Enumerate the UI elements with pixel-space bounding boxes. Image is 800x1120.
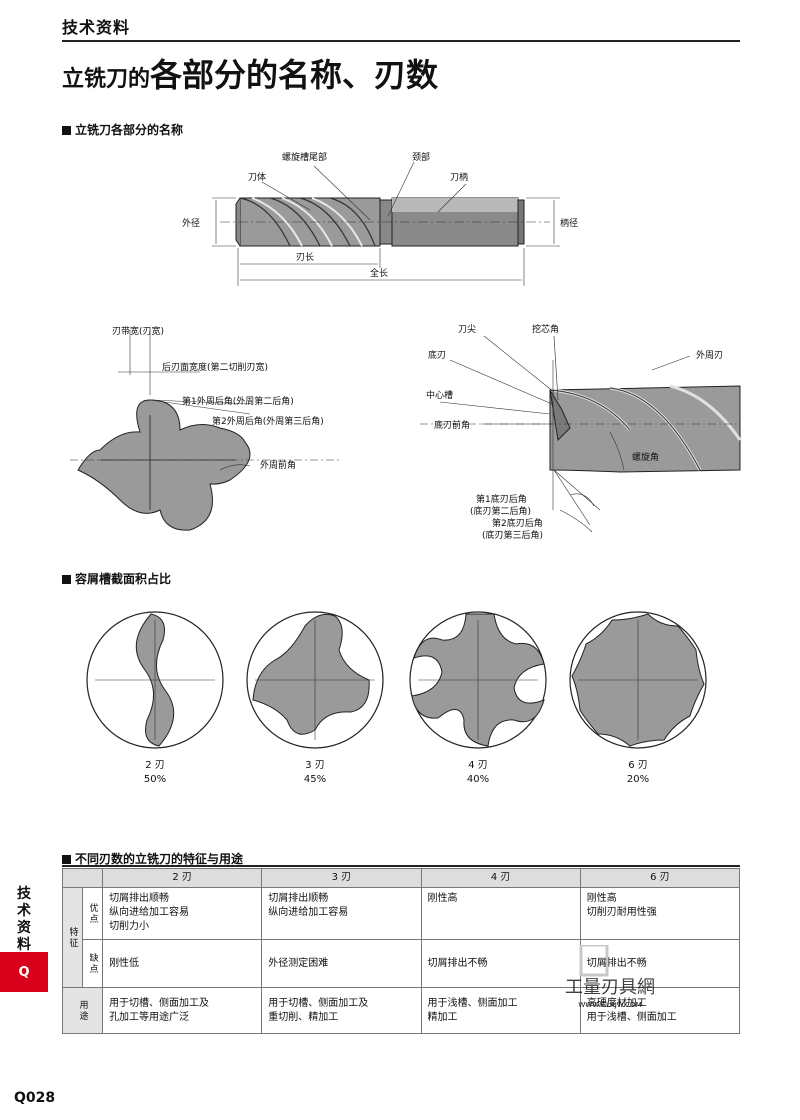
- label-primary-relief: 第1外周后角(外周第二后角): [182, 395, 294, 407]
- label-center-hole: 中心槽: [426, 389, 453, 401]
- flute-6-section: [569, 611, 707, 749]
- page-title: 立铣刀的各部分的名称、刃数: [62, 50, 438, 96]
- label-body: 刀体: [248, 171, 266, 183]
- endmill-side-view-diagram: 螺旋槽尾部 颈部 刀体 刀柄 外径 柄径 刃长 全长: [182, 151, 578, 286]
- label-land-width: 刃带宽(刃宽): [112, 325, 164, 337]
- caption-ratio-4: 40%: [467, 774, 489, 785]
- label-corner: 刀尖: [458, 323, 476, 335]
- caption-flutes-6: 6 刃: [628, 760, 648, 771]
- label-neck: 颈部: [412, 151, 430, 163]
- side-tab-text: 技术资料: [17, 886, 31, 953]
- cell-use-3: 用于切槽、侧面加工及 重切削、精加工: [261, 987, 422, 1034]
- label-end-secondary-relief: 第2底刃后角: [492, 517, 543, 529]
- side-tab[interactable]: 技术资料 Q: [0, 880, 48, 992]
- cell-pros-6: 刚性高 切削刃耐用性强: [579, 887, 741, 940]
- flute-4-section: [409, 611, 547, 749]
- label-end-primary-relief-alt: (底刃第二后角): [470, 505, 531, 517]
- caption-flutes-2: 2 刃: [145, 760, 165, 771]
- table-row: 缺点 刚性低 外径测定困难 切屑排出不畅 切屑排出不畅: [63, 939, 741, 988]
- section-heading-features: 不同刃数的立铣刀的特征与用途: [62, 850, 243, 867]
- label-end-cutting-edge: 底刃: [428, 349, 446, 361]
- label-axial-rake: 底刃前角: [434, 419, 470, 431]
- column-header-4-flute: 4 刃: [420, 868, 581, 888]
- chip-space-diagrams: 2 刃 50% 3 刃 45% 4 刃 40% 6 刃 20%: [86, 611, 707, 785]
- caption-flutes-4: 4 刃: [468, 760, 488, 771]
- column-header-3-flute: 3 刃: [261, 868, 422, 888]
- cell-pros-3: 切屑排出顺畅 纵向进给加工容易: [261, 887, 422, 940]
- label-overall-length: 全长: [370, 267, 388, 279]
- flute-2-section: [86, 611, 224, 749]
- cell-cons-2: 刚性低: [102, 939, 263, 988]
- column-header-6-flute: 6 刃: [579, 868, 741, 888]
- column-header-2-flute: 2 刃: [102, 868, 263, 888]
- table-row: 特征 优点 切屑排出顺畅 纵向进给加工容易 切削力小 切屑排出顺畅 纵向进给加工…: [61, 887, 741, 988]
- row-label-cons: 缺点: [82, 939, 104, 988]
- cell-cons-3: 外径测定困难: [261, 939, 422, 988]
- cell-pros-2: 切屑排出顺畅 纵向进给加工容易 切削力小: [102, 887, 263, 940]
- caption-ratio-3: 45%: [304, 774, 326, 785]
- endmill-end-view-diagram: 刀尖 挖芯角 底刃 外周刃 中心槽 底刃前角 螺旋角 第1底刃后角 (底刃第二后…: [420, 323, 742, 541]
- label-end-secondary-relief-alt: (底刃第三后角): [482, 529, 543, 541]
- cell-use-4: 用于浅槽、侧面加工 精加工: [420, 987, 581, 1034]
- watermark-url: WWW.GLRJW.COM: [578, 1001, 641, 1009]
- label-shank: 刀柄: [450, 171, 468, 183]
- endmill-cross-section-diagram: 刃带宽(刃宽) 后刃面宽度(第二切削刃宽) 第1外周后角(外周第二后角) 第2外…: [70, 325, 340, 531]
- cell-pros-4: 刚性高: [420, 887, 581, 940]
- header-rule: [62, 40, 740, 42]
- section-heading-part-names: 立铣刀各部分的名称: [62, 121, 183, 138]
- label-radial-rake: 外周前角: [260, 459, 296, 471]
- page-title-prefix: 立铣刀的: [62, 67, 151, 92]
- table-top-rule: [62, 865, 740, 867]
- label-helix-angle: 螺旋角: [632, 451, 659, 463]
- watermark-text: 工量刃具網: [565, 977, 655, 998]
- label-flute-length: 刃长: [296, 251, 314, 263]
- label-peripheral-edge: 外周刃: [696, 349, 723, 361]
- flute-3-section: [246, 611, 384, 749]
- label-end-primary-relief: 第1底刃后角: [476, 493, 527, 505]
- label-outer-diameter: 外径: [182, 217, 200, 229]
- page-number: Q028: [14, 1090, 56, 1106]
- feature-table: 2 刃 3 刃 4 刃 6 刃 特征 优点 切屑排出顺畅 纵向进给加工容易 切削…: [61, 868, 741, 1034]
- label-secondary-land-width: 后刃面宽度(第二切削刃宽): [162, 361, 268, 373]
- label-gash: 挖芯角: [532, 323, 559, 335]
- cell-use-2: 用于切槽、侧面加工及 孔加工等用途广泛: [102, 987, 263, 1034]
- caption-ratio-2: 50%: [144, 774, 166, 785]
- label-flute-end: 螺旋槽尾部: [282, 151, 327, 163]
- label-shank-diameter: 柄径: [560, 217, 578, 229]
- header-label: 技术资料: [62, 18, 131, 37]
- caption-ratio-6: 20%: [627, 774, 649, 785]
- page-title-main: 各部分的名称、刃数: [150, 56, 439, 94]
- watermark-logo: 工量刃具網 WWW.GLRJW.COM: [565, 945, 655, 1009]
- section-heading-chip-space: 容屑槽截面积占比: [62, 570, 171, 587]
- table-header-row: 2 刃 3 刃 4 刃 6 刃: [61, 868, 741, 888]
- row-group-feature: 特征: [61, 887, 84, 988]
- caption-flutes-3: 3 刃: [305, 760, 325, 771]
- cell-use-6: 高硬度材加工 用于浅槽、侧面加工: [579, 987, 741, 1034]
- row-label-pros: 优点: [82, 887, 104, 940]
- side-tab-badge: Q: [0, 952, 48, 992]
- cell-cons-4: 切屑排出不畅: [420, 939, 581, 988]
- row-label-use: 用途: [61, 987, 104, 1034]
- side-tab-label: 技术资料: [0, 880, 48, 954]
- table-row: 用途 用于切槽、侧面加工及 孔加工等用途广泛 用于切槽、侧面加工及 重切削、精加…: [61, 987, 741, 1034]
- label-secondary-relief: 第2外周后角(外周第三后角): [212, 415, 324, 427]
